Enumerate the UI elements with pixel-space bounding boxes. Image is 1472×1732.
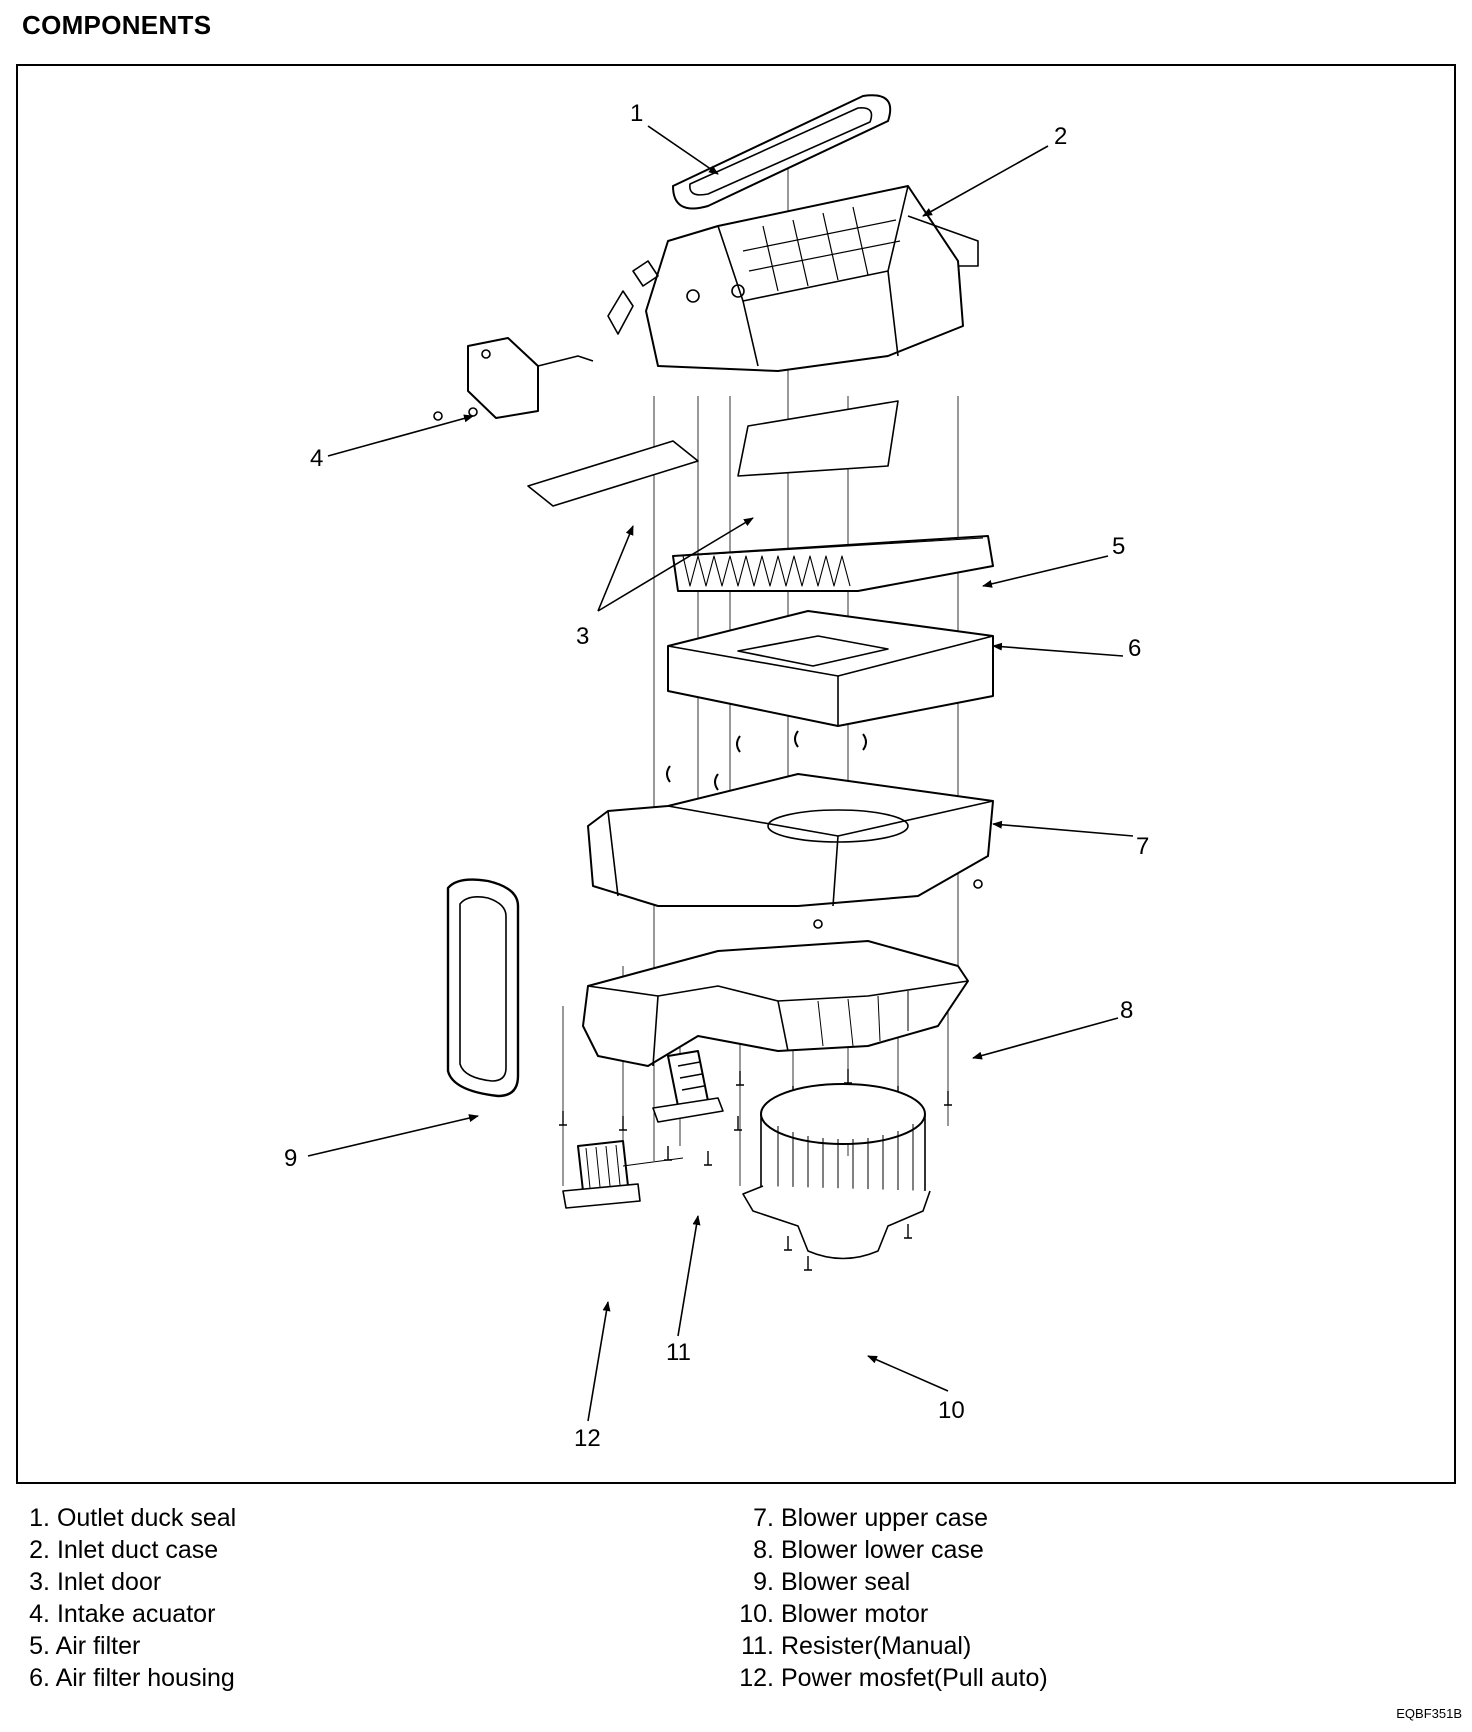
page-title: COMPONENTS	[22, 10, 212, 40]
legend-left-column: 1. Outlet duck seal 2. Inlet duct case 3…	[20, 1502, 236, 1694]
callout-5: 5	[1112, 533, 1125, 560]
callout-6: 6	[1128, 635, 1141, 662]
exploded-diagram-frame: 1 2 3 4 5 6 7 8 9 10 11 12	[16, 64, 1456, 1484]
callout-leaders	[307, 125, 1134, 1422]
callout-3: 3	[576, 623, 589, 650]
blower-seal-part	[446, 878, 520, 1098]
blower-unit-exploded-diagram: 1 2 3 4 5 6 7 8 9 10 11 12	[284, 94, 1149, 1452]
legend-item: 3. Inlet door	[29, 1568, 162, 1596]
callout-2: 2	[1054, 123, 1067, 150]
blower-motor-part	[742, 1083, 931, 1260]
callout-10: 10	[938, 1397, 965, 1424]
callout-11: 11	[666, 1339, 691, 1366]
inlet-door-parts	[527, 400, 899, 507]
callout-12: 12	[574, 1425, 601, 1452]
power-mosfet-part	[562, 1140, 684, 1209]
inlet-duct-case-part	[607, 185, 979, 372]
legend-item: 8. Blower lower case	[753, 1536, 984, 1564]
legend-right-column: 7. Blower upper case 8. Blower lower cas…	[734, 1502, 1048, 1694]
legend-item: 5. Air filter	[29, 1632, 141, 1660]
legend-item: 2. Inlet duct case	[29, 1536, 219, 1564]
callout-4: 4	[310, 445, 323, 472]
air-filter-housing-part	[667, 610, 994, 727]
callout-labels: 1 2 3 4 5 6 7 8 9 10 11 12	[284, 100, 1149, 1452]
air-filter-part	[672, 535, 994, 592]
legend-item: 1. Outlet duck seal	[29, 1504, 237, 1532]
legend-item: 6. Air filter housing	[29, 1664, 235, 1692]
callout-9: 9	[284, 1145, 297, 1172]
callout-7: 7	[1136, 833, 1149, 860]
blower-upper-case-part	[587, 773, 994, 929]
resister-part	[652, 1050, 724, 1123]
figure-code: EQBF351B	[1396, 1706, 1462, 1721]
outlet-duct-seal-part	[672, 94, 892, 210]
callout-8: 8	[1120, 997, 1133, 1024]
retaining-clips	[666, 730, 867, 791]
legend-item: 12. Power mosfet(Pull auto)	[739, 1664, 1048, 1692]
legend-item: 11. Resister(Manual)	[741, 1632, 972, 1660]
intake-actuator-part	[433, 337, 594, 421]
legend-item: 10. Blower motor	[739, 1600, 929, 1628]
callout-1: 1	[630, 100, 643, 127]
legend-item: 4. Intake acuator	[29, 1600, 216, 1628]
legend-item: 9. Blower seal	[753, 1568, 911, 1596]
legend-item: 7. Blower upper case	[753, 1504, 989, 1532]
blower-lower-case-part	[582, 940, 969, 1067]
